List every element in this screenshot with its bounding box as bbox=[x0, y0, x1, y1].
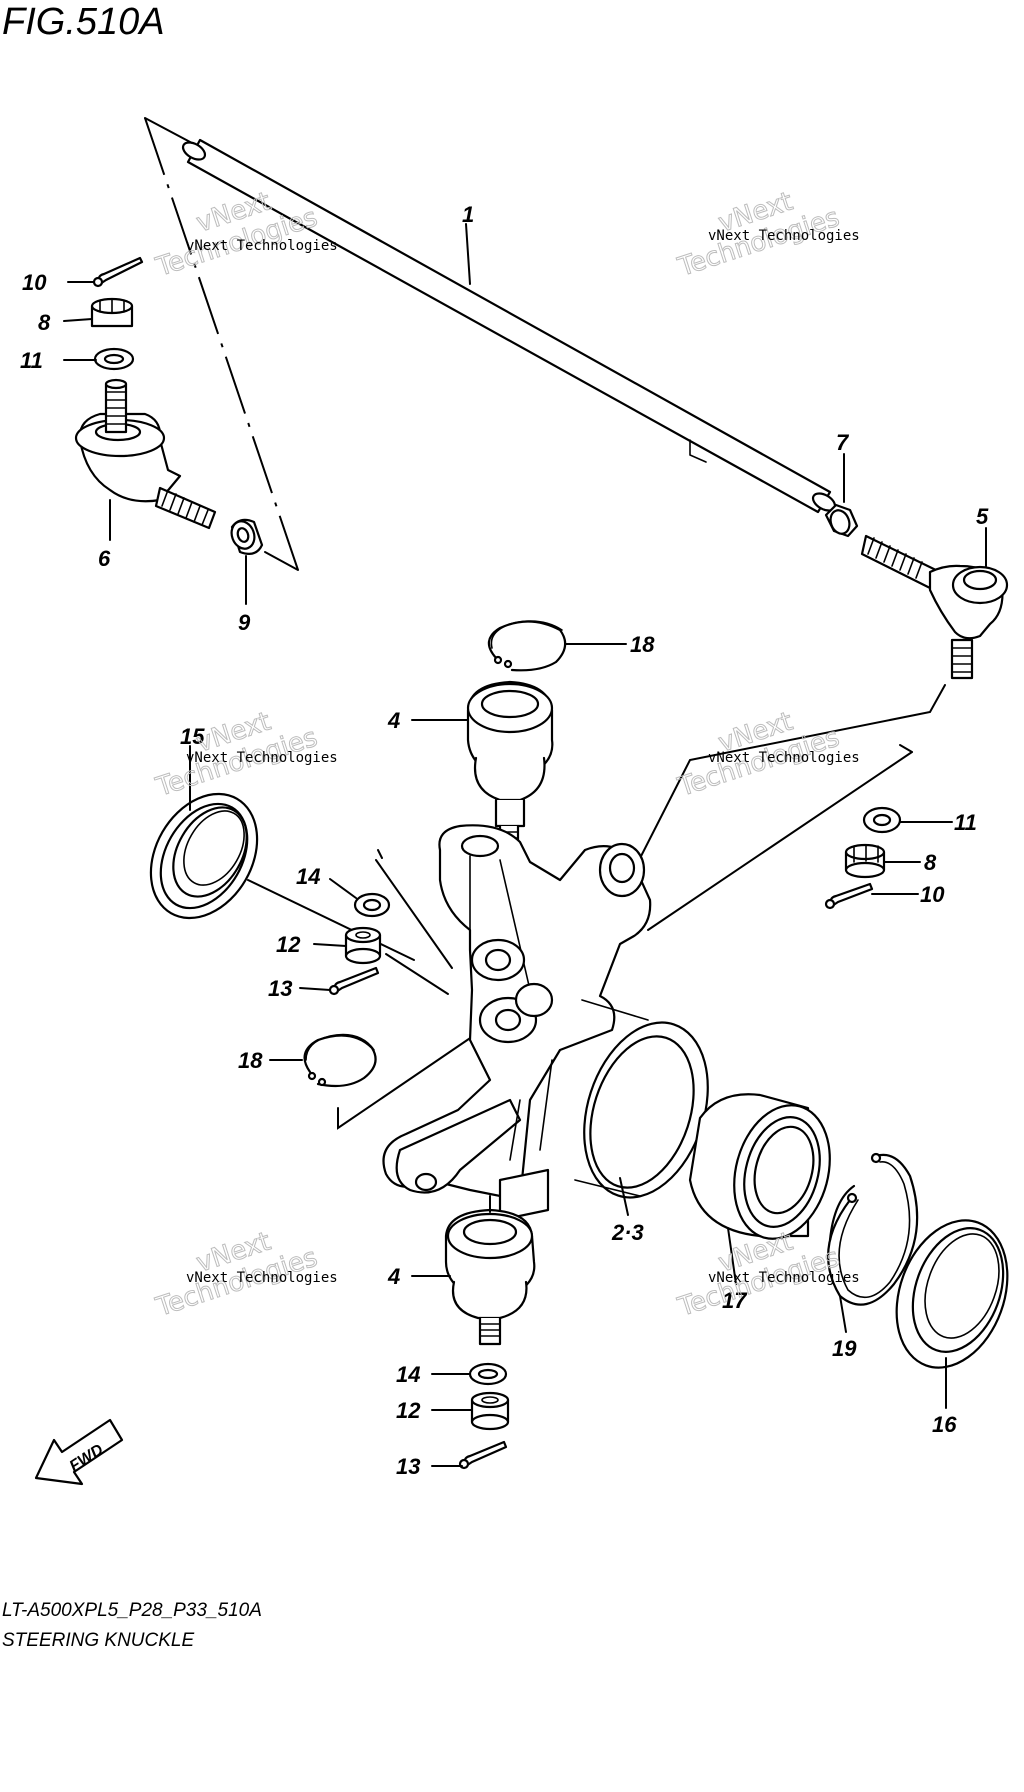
cotter-pin-right bbox=[824, 882, 874, 910]
callout-18b: 18 bbox=[238, 1048, 263, 1073]
svg-text:vNext Technologies: vNext Technologies bbox=[186, 1270, 338, 1286]
callout-10a: 10 bbox=[22, 270, 47, 295]
leader-19 bbox=[839, 1295, 847, 1333]
tie-rod-end-right bbox=[860, 534, 1009, 680]
ball-joint-top bbox=[466, 680, 554, 854]
callout-9: 9 bbox=[238, 610, 251, 635]
washer-bottom bbox=[468, 1362, 508, 1386]
circlip bbox=[827, 1152, 919, 1306]
callout-2-3: 2·3 bbox=[611, 1220, 644, 1245]
callout-16: 16 bbox=[932, 1412, 957, 1437]
tie-rod bbox=[181, 138, 837, 514]
oil-seal-left bbox=[149, 792, 259, 920]
svg-text:vNext Technologies: vNext Technologies bbox=[186, 238, 338, 254]
leader-13a bbox=[299, 987, 331, 991]
callout-11a: 11 bbox=[20, 348, 43, 373]
leader-14a bbox=[329, 878, 357, 899]
callout-7: 7 bbox=[836, 430, 850, 455]
callout-10b: 10 bbox=[920, 882, 945, 907]
ball-joint-bottom bbox=[444, 1195, 536, 1346]
washer-right bbox=[862, 806, 902, 834]
tie-rod-end-left bbox=[74, 378, 217, 530]
cotter-pin-bottom bbox=[458, 1440, 508, 1470]
watermark-3: vNext Technologies vNext Technologies bbox=[151, 706, 338, 803]
watermark-4: vNext Technologies vNext Technologies bbox=[673, 706, 860, 803]
cotter-pin-mid bbox=[328, 966, 380, 996]
tie-rod-bracket bbox=[144, 117, 299, 571]
callout-13a: 13 bbox=[268, 976, 292, 1001]
leader-8a bbox=[63, 318, 93, 322]
washer-mid bbox=[353, 892, 391, 918]
watermark-5: vNext Technologies vNext Technologies bbox=[151, 1226, 338, 1323]
callout-15: 15 bbox=[180, 724, 205, 749]
callout-1: 1 bbox=[462, 202, 474, 227]
castle-nut-top-left bbox=[90, 297, 134, 328]
leader-12a bbox=[313, 943, 347, 947]
figure-title: FIG.510A bbox=[2, 1, 165, 43]
callout-8b: 8 bbox=[924, 850, 937, 875]
svg-text:vNext Technologies: vNext Technologies bbox=[708, 1270, 860, 1286]
bracket-right bbox=[647, 751, 913, 931]
leader-1 bbox=[465, 223, 471, 285]
callout-12a: 12 bbox=[276, 932, 301, 957]
castle-nut-bottom bbox=[470, 1391, 510, 1431]
leader-17 bbox=[727, 1227, 737, 1285]
jam-nut-left bbox=[230, 518, 264, 555]
fwd-arrow: FWD bbox=[34, 1418, 124, 1486]
callout-4a: 4 bbox=[387, 708, 400, 733]
callout-14a: 14 bbox=[296, 864, 320, 889]
leader-12 bbox=[385, 953, 449, 995]
callout-8a: 8 bbox=[38, 310, 51, 335]
washer-top-left bbox=[93, 347, 135, 371]
callout-6: 6 bbox=[98, 546, 111, 571]
callout-14b: 14 bbox=[396, 1362, 420, 1387]
svg-text:vNext Technologies: vNext Technologies bbox=[708, 228, 860, 244]
leader-5-to-knuckle bbox=[634, 684, 946, 869]
callout-19: 19 bbox=[832, 1336, 857, 1361]
cotter-pin-top-left bbox=[92, 256, 144, 288]
svg-text:vNext Technologies: vNext Technologies bbox=[708, 750, 860, 766]
wheel-bearing bbox=[688, 1093, 831, 1240]
leader-15 bbox=[247, 879, 415, 961]
callout-13b: 13 bbox=[396, 1454, 420, 1479]
bracket-mid bbox=[337, 1029, 483, 1130]
callout-12b: 12 bbox=[396, 1398, 421, 1423]
footer-name: STEERING KNUCKLE bbox=[2, 1630, 194, 1651]
callout-11b: 11 bbox=[954, 810, 977, 835]
castle-nut-right bbox=[844, 843, 886, 879]
watermark-2: vNext Technologies vNext Technologies bbox=[673, 186, 860, 283]
callout-5: 5 bbox=[976, 504, 989, 529]
steering-knuckle bbox=[382, 824, 709, 1222]
snap-ring-mid bbox=[303, 1033, 377, 1088]
svg-text:vNext Technologies: vNext Technologies bbox=[186, 750, 338, 766]
retaining-ring bbox=[828, 1184, 856, 1242]
oil-seal-right bbox=[895, 1219, 1009, 1369]
jam-nut-right bbox=[824, 503, 859, 538]
callout-4b: 4 bbox=[387, 1264, 400, 1289]
leader-14 bbox=[375, 859, 453, 969]
footer-model-code: LT-A500XPL5_P28_P33_510A bbox=[2, 1600, 262, 1621]
leader-2-3 bbox=[619, 1177, 629, 1216]
castle-nut-mid bbox=[344, 926, 382, 965]
callout-18a: 18 bbox=[630, 632, 655, 657]
snap-ring-top bbox=[487, 620, 567, 672]
callout-17: 17 bbox=[722, 1288, 748, 1313]
watermark-6: vNext Technologies vNext Technologies bbox=[673, 1226, 860, 1323]
